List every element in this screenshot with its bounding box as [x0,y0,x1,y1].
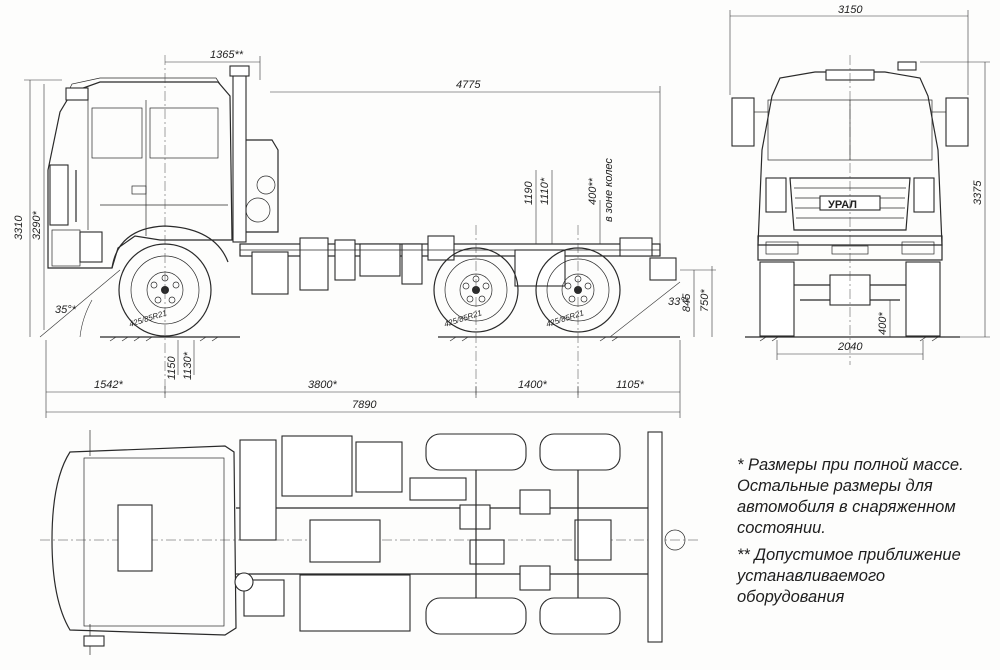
dim-frame-length-label: 4775 [456,79,481,91]
dim-front-total-height-label: 3375 [972,180,984,205]
dim-front-track-label: 2040 [837,341,863,353]
dim-rear-height: 845 750* [680,266,716,337]
dim-total-height: 3310 3290* [13,79,62,337]
dim-ground-clearance-loaded-label: 1130* [182,351,194,380]
dim-wheel-zone-note: в зоне колес [603,158,615,222]
exhaust-stack [229,65,279,243]
chassis-frame [239,235,677,295]
front-view: 3150 УРАЛ [729,4,990,365]
dim-front-clearance-label: 400* [877,312,889,335]
dim-frame-height-loaded-label: 1110* [539,177,551,205]
dim-frame-height-label: 1190 [523,180,535,205]
dim-cab-rear-offset: 1365** [165,49,261,80]
dim-ground-clearance: 1150 1130* [166,340,195,380]
dim-rear-height-label: 845 [681,293,693,312]
dim-rear-overhang-label: 1105* [616,379,645,391]
dim-rear-angle: 33°* [609,281,690,338]
dim-rear-height-loaded-label: 750* [699,289,711,312]
dim-chain: 1542* 3800* 1400* 1105* 7890 [45,340,681,418]
rear-tire-label-2: 425/85R21 [545,308,585,329]
dim-front-angle: 35°* [39,269,121,338]
front-wheels-front-view [759,261,941,337]
ground-line [100,336,680,342]
top-view [40,430,700,655]
wheels-top [425,433,621,635]
dim-front-track: 2040 [776,340,924,360]
dim-front-total-height: 3375 [920,61,990,338]
dim-rear-angle-label: 33°* [668,296,690,308]
grille-logo: УРАЛ [828,199,857,211]
dim-wheel-zone: 400** в зоне колес [587,158,615,244]
dim-frame-length: 4775 [270,79,661,244]
dim-frame-height: 1190 1110* [523,170,553,244]
frame-top [234,431,686,643]
side-view: 425/85R21 425/85R21 425/85R21 1365** 477… [13,49,716,418]
rear-axles-top [475,470,579,612]
front-ground-line [745,336,960,342]
front-tire-label: 425/85R21 [128,308,168,329]
dim-wheel-zone-label: 400** [587,177,599,205]
note-full-mass: * Размеры при полной массе. Остальные ра… [737,455,992,539]
dim-front-overhang-label: 1542* [94,379,123,391]
rear-tire-label-1: 425/85R21 [443,308,483,329]
cab-side [47,77,233,269]
note-full-mass-text: * Размеры при полной массе. Остальные ра… [737,456,964,537]
dim-front-clearance: 400* [877,300,891,337]
dim-wheelbase-rear-label: 1400* [518,379,547,391]
cab-top [51,430,237,655]
dim-front-angle-label: 35°* [55,304,77,316]
dim-total-height-label: 3310 [13,215,25,240]
dim-cab-rear-offset-label: 1365** [210,49,244,61]
note-equipment: ** Допустимое приближение устанавливаемо… [737,545,992,608]
dim-wheelbase-front-label: 3800* [308,379,337,391]
dim-total-height-loaded-label: 3290* [31,211,43,240]
dim-total-length-label: 7890 [352,399,377,411]
dim-ground-clearance-label: 1150 [166,355,178,380]
dim-cab-width: 3150 [729,4,969,95]
note-equipment-text: ** Допустимое приближение устанавливаемо… [737,546,961,606]
dim-cab-width-label: 3150 [838,4,863,16]
